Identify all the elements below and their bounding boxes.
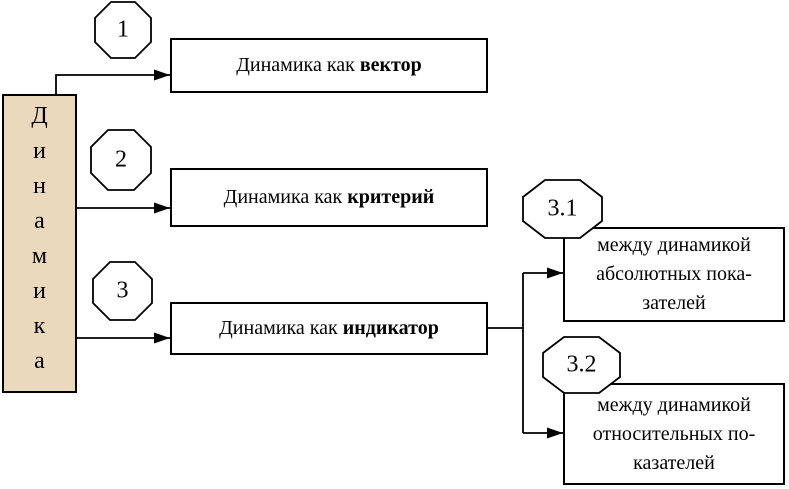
root-box-letter: н: [33, 173, 46, 199]
flow-box-label: Динамика как критерий: [224, 186, 435, 209]
flow-box-label-prefix: Динамика как: [219, 317, 343, 339]
flow-box-label-term: индикатор: [342, 317, 439, 339]
result-box-line: относительных по-: [592, 422, 756, 445]
result-box-line: между динамикой: [597, 393, 751, 416]
root-box-letter: м: [31, 243, 48, 269]
root-box-letter: а: [34, 348, 45, 374]
result-box-relative-indicators: между динамикой относительных по- казате…: [563, 383, 785, 485]
root-box-dynamics: Д и н а м и к а: [2, 94, 77, 393]
octagon-3-2-label: 3.2: [566, 351, 597, 378]
root-box-letter: Д: [31, 103, 48, 129]
result-box-absolute-indicators: между динамикой абсолютных пока- зателей: [563, 227, 785, 322]
root-box-letter: к: [33, 313, 46, 339]
flow-box-label-prefix: Динамика как: [236, 54, 360, 76]
flow-box-label-term: вектор: [359, 54, 422, 76]
flow-box-criterion: Динамика как критерий: [170, 168, 488, 227]
root-box-letter: и: [33, 278, 46, 304]
octagon-3-label: 3: [116, 277, 129, 304]
flow-box-vector: Динамика как вектор: [170, 38, 488, 93]
flow-box-label: Динамика как индикатор: [219, 317, 439, 340]
root-box-letter: а: [34, 208, 45, 234]
octagon-3-1-label: 3.1: [547, 195, 578, 222]
root-box-letter: и: [33, 138, 46, 164]
flow-box-label-term: критерий: [347, 186, 435, 208]
octagon-1-label: 1: [117, 16, 129, 43]
flow-box-indicator: Динамика как индикатор: [170, 302, 488, 355]
result-box-line: абсолютных пока-: [596, 263, 752, 285]
connector-root-to-vector: [55, 69, 170, 94]
result-box-line: зателей: [642, 292, 706, 314]
flow-box-label: Динамика как вектор: [236, 54, 421, 77]
result-box-line: между динамикой: [597, 234, 751, 256]
octagon-2-label: 2: [115, 146, 127, 173]
flow-box-label-prefix: Динамика как: [223, 186, 348, 208]
result-box-line: казателей: [633, 451, 715, 474]
